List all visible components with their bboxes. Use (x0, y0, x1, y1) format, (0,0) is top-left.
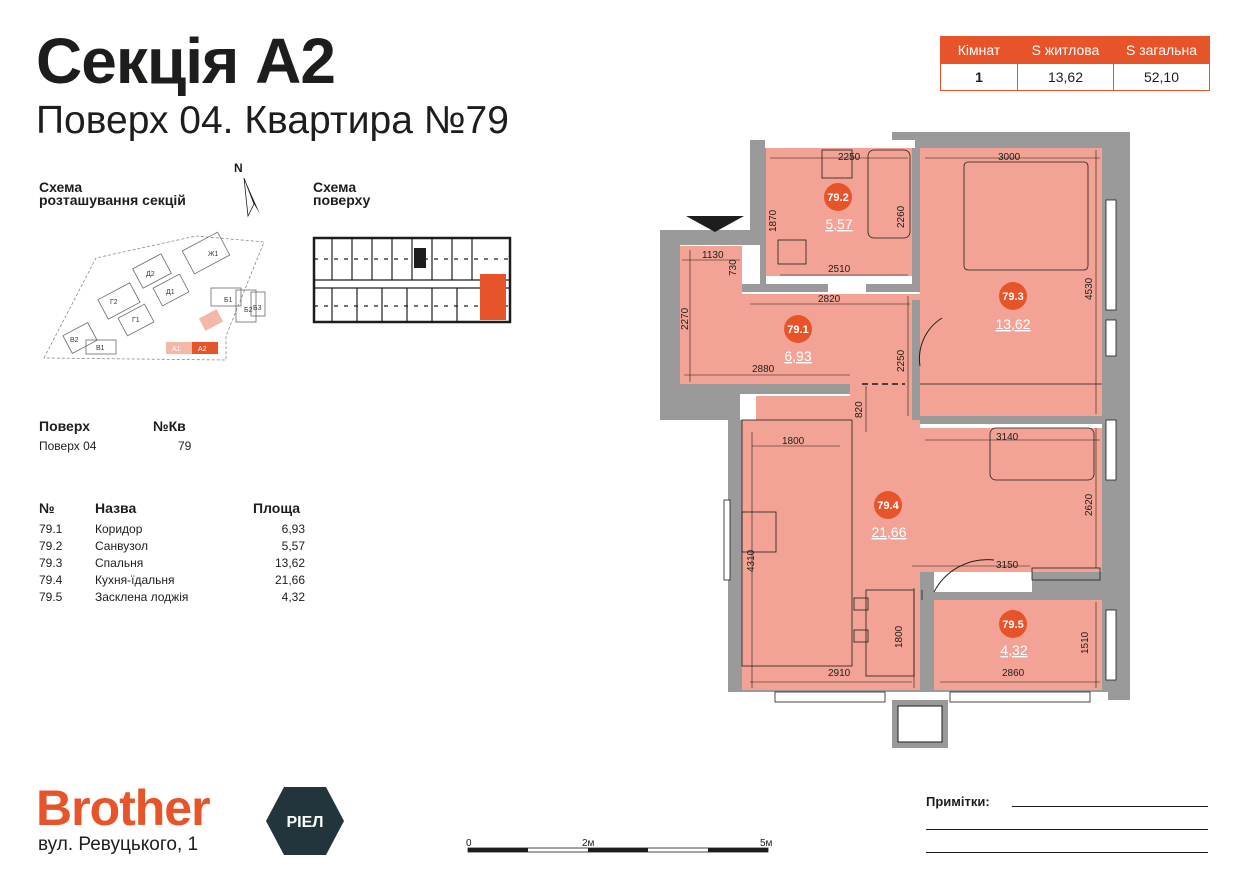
rooms-header-name: Назва (95, 500, 137, 516)
stats-living-area-value: 13,62 (1017, 63, 1114, 91)
apartment-subtitle: Поверх 04. Квартира №79 (36, 99, 509, 142)
dim-3150: 3150 (996, 560, 1019, 571)
apartment-value: 79 (178, 439, 192, 453)
rooms-header-num: № (39, 500, 55, 516)
scale-label-0: 0 (466, 838, 472, 849)
section-code-a2: А2 (198, 346, 207, 353)
section-code-a1: А1 (172, 346, 181, 353)
dim-1510: 1510 (1080, 631, 1091, 654)
section-code-zh1: Ж1 (208, 251, 218, 258)
room-area-79-1: 6,93 (784, 348, 811, 364)
room-area-79-5: 4,32 (1000, 642, 1027, 658)
floor-header: Поверх (39, 418, 90, 434)
dim-2510: 2510 (828, 264, 851, 275)
section-code-b1: Б1 (224, 297, 233, 304)
section-code-v1: В1 (96, 345, 105, 352)
dim-4310: 4310 (746, 549, 757, 572)
section-code-g1: Г1 (132, 317, 140, 324)
dim-2860: 2860 (1002, 668, 1025, 679)
notes-line-3 (926, 852, 1208, 853)
rooms-header-area: Площа (253, 500, 301, 516)
dim-4530: 4530 (1084, 277, 1095, 300)
dim-2270: 2270 (680, 307, 691, 330)
section-code-g2: Г2 (110, 299, 118, 306)
sections-location-scheme: Ж1 Д2 Д1 Г2 Г1 Б1 Б2 Б3 В2 В1 А1 А2 (43, 231, 266, 361)
stats-total-area-value: 52,10 (1113, 63, 1210, 91)
dim-2910: 2910 (828, 668, 851, 679)
dim-2820: 2820 (818, 294, 841, 305)
dim-730: 730 (728, 259, 739, 276)
floor-value: Поверх 04 (39, 439, 97, 453)
dim-2620: 2620 (1084, 493, 1095, 516)
room-area-79-3: 13,62 (995, 316, 1030, 332)
dim-2250-hall: 2250 (896, 349, 907, 372)
floor-scheme-label: Схема поверху (313, 179, 371, 208)
notes-label: Примітки: (926, 794, 990, 809)
brand-badge-logo: РІЕЛ (266, 787, 344, 855)
stats-header-living-area: S житлова (1017, 36, 1114, 64)
dim-1130: 1130 (702, 250, 724, 261)
room-badge-79-4: 79.4 (877, 500, 899, 512)
dim-2880: 2880 (752, 364, 775, 375)
brand-logo-text: Brother (36, 780, 211, 836)
room-area-79-2: 5,57 (825, 216, 852, 232)
room-badge-79-3: 79.3 (1002, 291, 1023, 303)
dim-2260: 2260 (896, 205, 907, 228)
room-badge-79-2: 79.2 (827, 192, 848, 204)
svg-text:N: N (234, 161, 243, 175)
section-code-b3: Б3 (253, 305, 262, 312)
notes-line-1 (1012, 806, 1208, 807)
stats-rooms-value: 1 (940, 63, 1018, 91)
section-title: Секція А2 (36, 25, 336, 97)
section-code-d1: Д1 (166, 289, 175, 296)
floor-scheme (312, 236, 512, 324)
section-code-d2: Д2 (146, 271, 155, 278)
notes-line-2 (926, 829, 1208, 830)
room-area-79-4: 21,66 (871, 524, 906, 540)
dim-3000: 3000 (998, 152, 1021, 163)
section-code-b2: Б2 (244, 307, 253, 314)
room-badge-79-5: 79.5 (1002, 619, 1023, 631)
dim-1870: 1870 (768, 209, 779, 232)
stats-header-rooms: Кімнат (940, 36, 1018, 64)
svg-text:РІЕЛ: РІЕЛ (286, 814, 323, 831)
dim-3140: 3140 (996, 432, 1019, 443)
scale-label-2m: 2м (582, 838, 595, 849)
apartment-header: №Кв (153, 418, 186, 434)
room-badge-79-1: 79.1 (787, 324, 808, 336)
scale-label-5m: 5м (760, 838, 773, 849)
scale-bar: 0 2м 5м (466, 838, 773, 853)
dim-1800-kitchen: 1800 (782, 436, 805, 447)
section-code-v2: В2 (70, 337, 79, 344)
apartment-stats-table: Кімнат S житлова S загальна 1 13,62 52,1… (940, 36, 1210, 91)
compass-icon: N (234, 161, 260, 218)
dim-2250-bath: 2250 (838, 152, 861, 163)
dim-1800-dining: 1800 (894, 625, 905, 648)
sections-scheme-label: Схема розташування секцій (39, 179, 186, 208)
address: вул. Ревуцького, 1 (38, 834, 199, 855)
stats-header-total-area: S загальна (1113, 36, 1210, 64)
dim-820: 820 (854, 401, 865, 418)
